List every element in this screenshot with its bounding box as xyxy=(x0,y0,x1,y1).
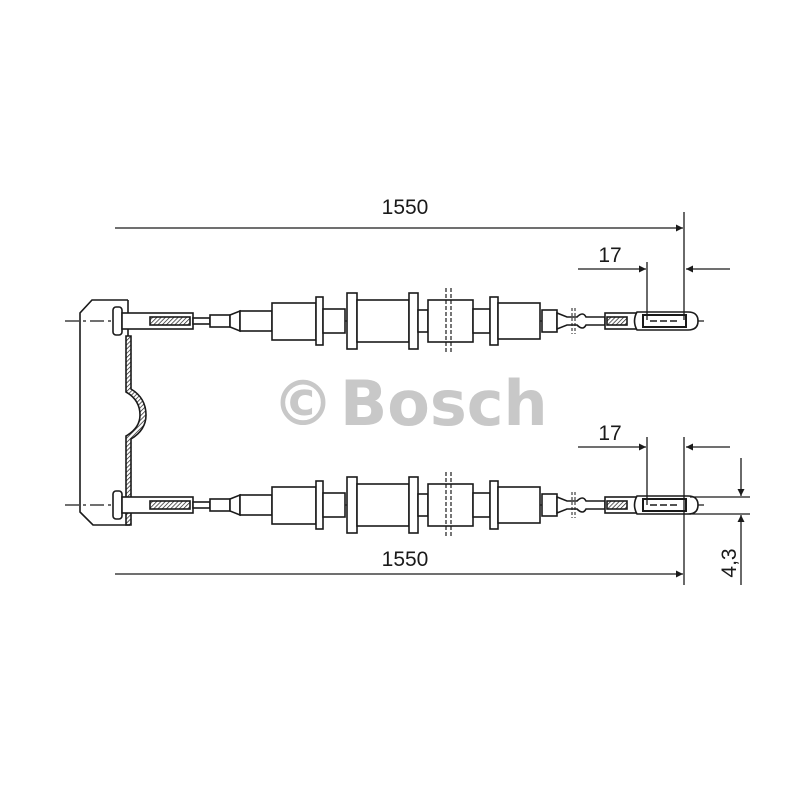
mounting-bracket xyxy=(79,299,147,526)
watermark-brand: Bosch xyxy=(340,367,548,440)
diameter-label: 4,3 xyxy=(718,548,741,577)
top-fitting-label: 17 xyxy=(598,244,621,267)
bottom-fitting-label: 17 xyxy=(598,422,621,445)
brake-cable-top xyxy=(64,287,709,355)
top-length-label: 1550 xyxy=(382,196,429,219)
watermark-copyright: © xyxy=(272,367,334,440)
brake-cable-bottom xyxy=(64,471,709,539)
bottom-length-label: 1550 xyxy=(382,548,429,571)
